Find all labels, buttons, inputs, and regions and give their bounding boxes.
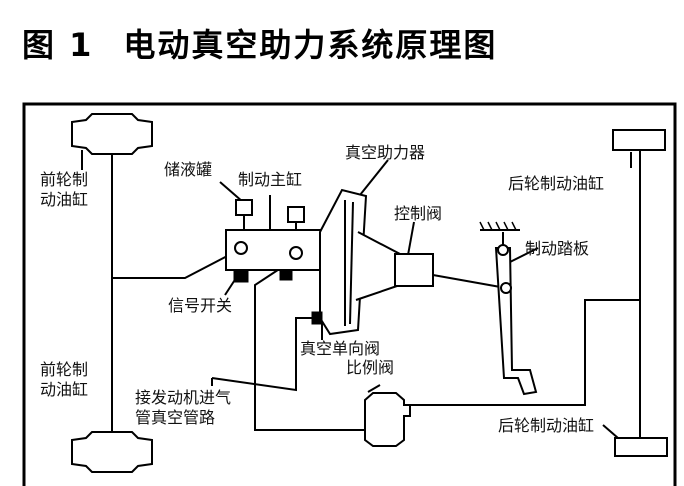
front-wheel-cylinder-bottom-shape	[71, 431, 153, 473]
label-engine-intake-vacuum: 接发动机进气 管真空管路	[135, 388, 231, 428]
label-front-wheel-cylinder-bottom: 前轮制 动油缸	[40, 360, 88, 400]
label-control-valve: 控制阀	[394, 204, 443, 223]
label-proportioning-valve: 比例阀	[346, 358, 395, 377]
booster-cone-shape	[355, 231, 401, 301]
label-rear-wheel-cylinder-bottom: 后轮制动油缸	[498, 416, 595, 435]
label-signal-switch: 信号开关	[168, 296, 233, 315]
label-front-wheel-cylinder-top: 前轮制 动油缸	[40, 170, 88, 210]
diagram-frame	[22, 102, 677, 486]
rear-wheel-cylinder-bottom-shape	[614, 437, 668, 457]
label-line: 接发动机进气	[135, 388, 232, 407]
figure-number: 图 1	[22, 26, 94, 64]
rear-wheel-cylinder-top-shape	[612, 129, 666, 151]
label-line: 动油缸	[40, 190, 89, 209]
diagram-title: 图 1 电动真空助力系统原理图	[22, 20, 497, 66]
signal-switch-shape	[233, 269, 249, 283]
rear-brake-line	[410, 299, 640, 406]
control-valve-shape	[394, 253, 434, 287]
label-line: 管真空管路	[135, 408, 216, 427]
label-brake-pedal: 制动踏板	[525, 239, 590, 258]
label-line: 前轮制	[40, 360, 89, 379]
reservoir-2-shape	[287, 206, 305, 223]
label-line: 前轮制	[40, 170, 89, 189]
vacuum-check-valve-shape	[311, 311, 323, 325]
label-line: 动油缸	[40, 380, 89, 399]
proportioning-valve-line	[254, 261, 365, 431]
brake-pedal-shape	[494, 247, 538, 396]
label-rear-wheel-cylinder-top: 后轮制动油缸	[508, 174, 605, 193]
signal-switch-2-shape	[279, 269, 293, 281]
front-brake-line	[112, 252, 234, 279]
label-master-cylinder: 制动主缸	[238, 170, 303, 189]
figure-title-text: 电动真空助力系统原理图	[123, 26, 498, 64]
front-wheel-cylinder-top-shape	[71, 113, 153, 155]
proportioning-valve-shape	[364, 392, 411, 447]
label-reservoir: 储液罐	[164, 160, 213, 179]
reservoir-shape	[235, 199, 253, 216]
label-vacuum-check-valve: 真空单向阀	[300, 339, 381, 358]
label-vacuum-booster: 真空助力器	[345, 143, 426, 162]
